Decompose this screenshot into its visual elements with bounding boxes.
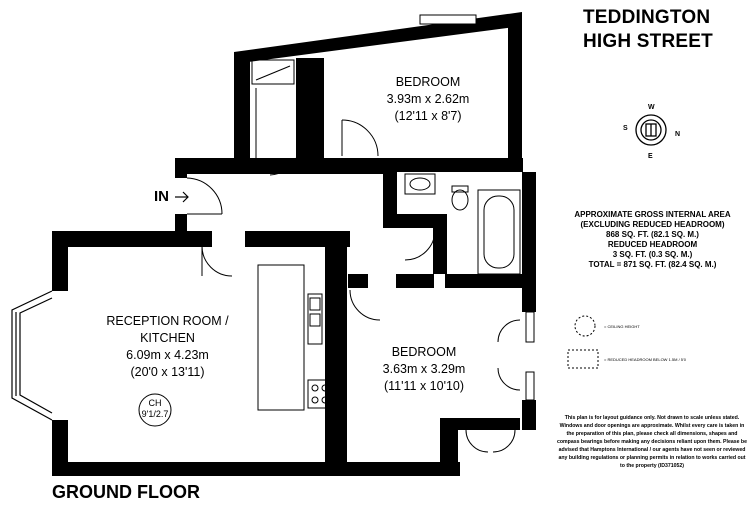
bathroom-fixtures [404,173,521,275]
compass-w: W [648,104,655,111]
area-line-2: (EXCLUDING REDUCED HEADROOM) [580,220,725,229]
room-imperial: (11'11 x 10'10) [383,379,465,393]
title-line-2: HIGH STREET [583,31,713,52]
compass-icon [635,114,667,146]
floor-label: GROUND FLOOR [52,482,200,502]
compass-s: S [623,125,628,132]
room-metric: 3.93m x 2.62m [386,92,470,106]
room-reception: RECEPTION ROOM / KITCHEN 6.09m x 4.23m (… [80,313,255,381]
compass-e: E [648,153,653,160]
room-metric: 6.09m x 4.23m [126,348,209,362]
title-line-1: TEDDINGTON [583,7,711,28]
room-metric: 3.63m x 3.29m [382,362,466,376]
property-title: TEDDINGTON HIGH STREET [583,6,713,54]
room-imperial: (20'0 x 13'11) [130,365,205,379]
doors [186,119,521,453]
ceiling-height-label: CH 9'1/2.7 [135,398,175,420]
disclaimer: This plan is for layout guidance only. N… [557,415,747,469]
compass-n: N [675,131,681,138]
legend-reduced-headroom: = REDUCED HEADROOM BELOW 1.5M / 5'0 [604,357,687,362]
area-line-5: 3 SQ. FT. (0.3 SQ. M.) [612,250,693,259]
windows [419,14,535,401]
legend-symbols [567,315,599,369]
bay-window [11,290,53,421]
room-name: RECEPTION ROOM / [106,314,229,328]
room-name: BEDROOM [391,345,457,359]
room-bedroom-bottom: BEDROOM 3.63m x 3.29m (11'11 x 10'10) [364,344,484,395]
walls [52,12,536,476]
area-summary: APPROXIMATE GROSS INTERNAL AREA (EXCLUDI… [560,210,745,270]
area-line-3: 868 SQ. FT. (82.1 SQ. M.) [606,230,699,239]
room-name-2: KITCHEN [140,331,195,345]
kitchen-fixtures [257,264,333,411]
wardrobe [251,59,295,158]
ch-value: 9'1/2.7 [141,409,169,419]
room-name: BEDROOM [395,75,461,89]
area-line-1: APPROXIMATE GROSS INTERNAL AREA [574,210,731,219]
ceiling-height-marker [138,393,172,427]
entrance-arrow-icon [175,191,189,203]
legend-ceiling-height: = CEILING HEIGHT [604,324,640,329]
entrance-label: IN [154,188,169,205]
area-line-6: TOTAL = 871 SQ. FT. (82.4 SQ. M.) [588,260,717,269]
ch-label: CH [148,398,162,408]
room-bedroom-top: BEDROOM 3.93m x 2.62m (12'11 x 8'7) [368,74,488,125]
room-imperial: (12'11 x 8'7) [394,109,462,123]
area-line-4: REDUCED HEADROOM [607,240,698,249]
